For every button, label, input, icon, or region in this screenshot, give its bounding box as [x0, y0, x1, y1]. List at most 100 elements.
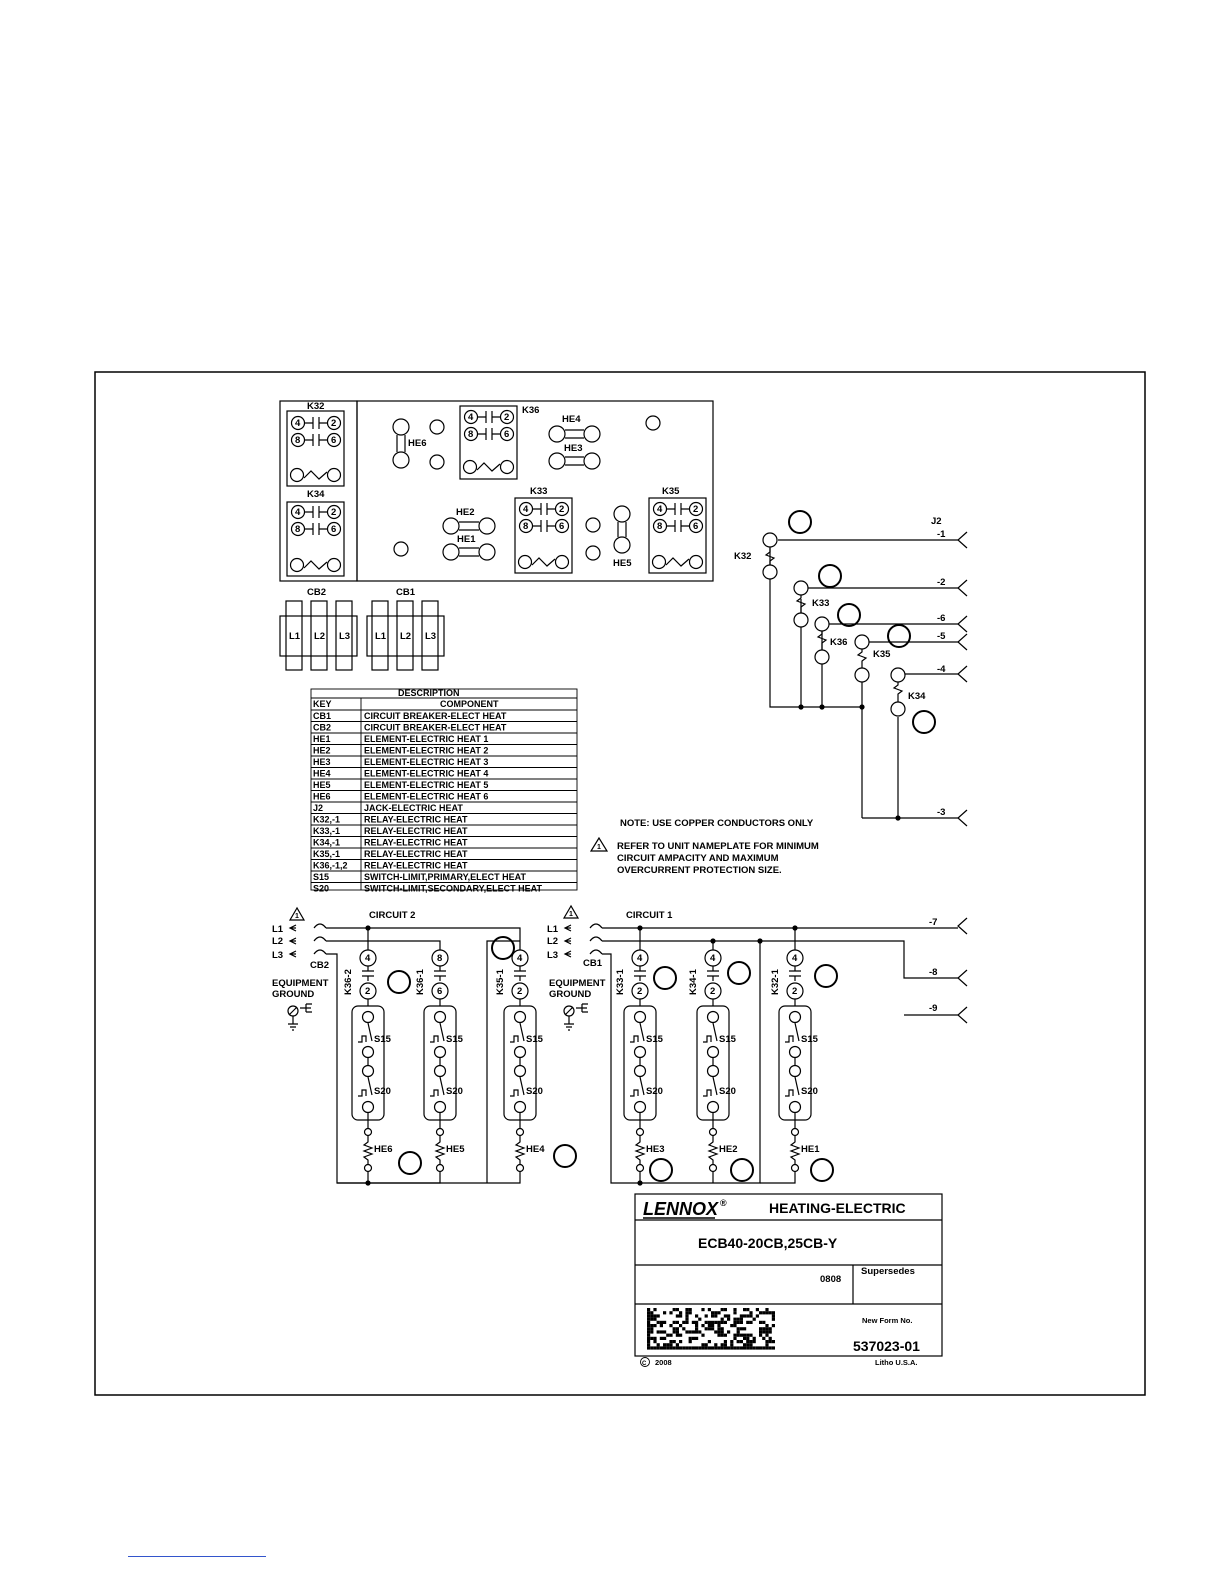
line-label: L3 — [547, 950, 558, 961]
key-table-component: ELEMENT-ELECTRIC HEAT 1 — [364, 734, 488, 744]
layout-relay-k34: K34 4 2 8 6 — [286, 489, 345, 577]
line-label: L3 — [272, 950, 283, 961]
barcode-cell — [682, 1346, 686, 1350]
pin-1-label: -1 — [937, 529, 946, 540]
barcode-icon — [647, 1308, 775, 1350]
barcode-cell — [717, 1311, 721, 1315]
barcode-cell — [723, 1340, 727, 1344]
pole-label: L3 — [339, 631, 350, 642]
barcode-cell — [733, 1324, 737, 1328]
barcode-cell — [733, 1333, 737, 1337]
switch-blade — [794, 1022, 800, 1042]
contact-label: 6 — [331, 524, 336, 535]
barcode-cell — [746, 1346, 750, 1350]
barcode-cell — [685, 1330, 689, 1334]
coil-k36-label: K36 — [830, 637, 847, 648]
contact-label: 4 — [523, 504, 529, 515]
cb1-label: CB1 — [583, 958, 603, 969]
layout-k32-label: K32 — [307, 401, 324, 412]
barcode-cell — [663, 1346, 667, 1350]
contact-symbol — [434, 966, 446, 981]
barcode-cell — [733, 1317, 737, 1321]
barcode-cell — [739, 1340, 743, 1344]
contact-symbol — [362, 966, 374, 981]
barcode-cell — [656, 1343, 660, 1347]
switch-blade — [712, 1076, 718, 1096]
power-schematic: 1 CIRCUIT 2 L1 L2 L3 CB2 EQUIPMENT GROUN… — [272, 904, 968, 1186]
barcode-cell — [720, 1320, 724, 1324]
heater-element-label: HE2 — [719, 1144, 737, 1155]
diagram-frame — [94, 371, 1146, 1396]
barcode-cell — [669, 1343, 673, 1347]
barcode-cell — [691, 1330, 695, 1334]
pin-6-label: -6 — [937, 613, 945, 624]
barcode-cell — [749, 1343, 753, 1347]
barcode-cell — [739, 1327, 743, 1331]
callout-circle — [653, 966, 677, 990]
barcode-cell — [746, 1336, 750, 1340]
key-table-col-component: COMPONENT — [440, 699, 499, 709]
layout-k36-label: K36 — [522, 405, 539, 416]
barcode-cell — [675, 1343, 679, 1347]
barcode-cell — [650, 1311, 654, 1315]
pole-label: L1 — [375, 631, 387, 642]
relay-contact-label: K36-2 — [343, 969, 354, 995]
limit-switch-icon — [703, 1089, 712, 1097]
layout-he2-label: HE2 — [456, 507, 474, 518]
barcode-cell — [765, 1333, 769, 1337]
barcode-cell — [730, 1340, 734, 1344]
pin-7-label: -7 — [929, 917, 937, 928]
barcode-cell — [698, 1330, 702, 1334]
barcode-cell — [647, 1327, 651, 1331]
key-table-component: ELEMENT-ELECTRIC HEAT 6 — [364, 792, 488, 802]
barcode-cell — [720, 1308, 724, 1312]
barcode-cell — [733, 1336, 737, 1340]
pole-label: L2 — [314, 631, 325, 642]
layout-he5-label: HE5 — [613, 558, 632, 569]
barcode-cell — [755, 1308, 759, 1312]
barcode-cell — [771, 1340, 775, 1344]
barcode-cell — [768, 1327, 772, 1331]
barcode-cell — [727, 1314, 731, 1318]
barcode-cell — [743, 1333, 747, 1337]
barcode-cell — [675, 1327, 679, 1331]
switch-blade — [639, 1076, 645, 1096]
callout-circle — [649, 1158, 673, 1182]
coil-k32-label: K32 — [734, 551, 751, 562]
barcode-cell — [669, 1340, 673, 1344]
barcode-cell — [691, 1320, 695, 1324]
barcode-cell — [704, 1320, 708, 1324]
heater-element-label: HE3 — [646, 1144, 664, 1155]
key-table-key: HE6 — [313, 792, 331, 802]
barcode-cell — [663, 1343, 667, 1347]
coil-k33: K33 — [793, 580, 829, 628]
coil-k32: K32 — [734, 532, 778, 580]
key-table-component: RELAY-ELECTRIC HEAT — [364, 861, 468, 871]
barcode-cell — [650, 1327, 654, 1331]
layout-k35-label: K35 — [662, 486, 680, 497]
limit-switch-icon — [430, 1089, 439, 1097]
barcode-cell — [679, 1311, 683, 1315]
barcode-cell — [669, 1311, 673, 1315]
barcode-cell — [707, 1324, 711, 1328]
barcode-cell — [698, 1346, 702, 1350]
switch-blade — [794, 1076, 800, 1096]
barcode-cell — [650, 1336, 654, 1340]
layout-relay-k33: K33 4 2 8 6 — [514, 486, 573, 574]
barcode-cell — [688, 1346, 692, 1350]
s20-label: S20 — [801, 1086, 818, 1097]
contact-label: 4 — [468, 412, 474, 423]
barcode-cell — [723, 1333, 727, 1337]
callout-circle — [788, 510, 812, 534]
barcode-cell — [695, 1336, 699, 1340]
barcode-cell — [659, 1336, 663, 1340]
key-table-component: SWITCH-LIMIT,SECONDARY,ELECT HEAT — [364, 884, 542, 894]
key-table-key: HE5 — [313, 780, 331, 790]
barcode-cell — [695, 1330, 699, 1334]
contact-symbol — [707, 966, 719, 981]
barcode-cell — [672, 1320, 676, 1324]
line-label: L1 — [272, 924, 284, 935]
cb2-label: CB2 — [310, 960, 329, 971]
footnote-rule — [128, 1556, 266, 1557]
